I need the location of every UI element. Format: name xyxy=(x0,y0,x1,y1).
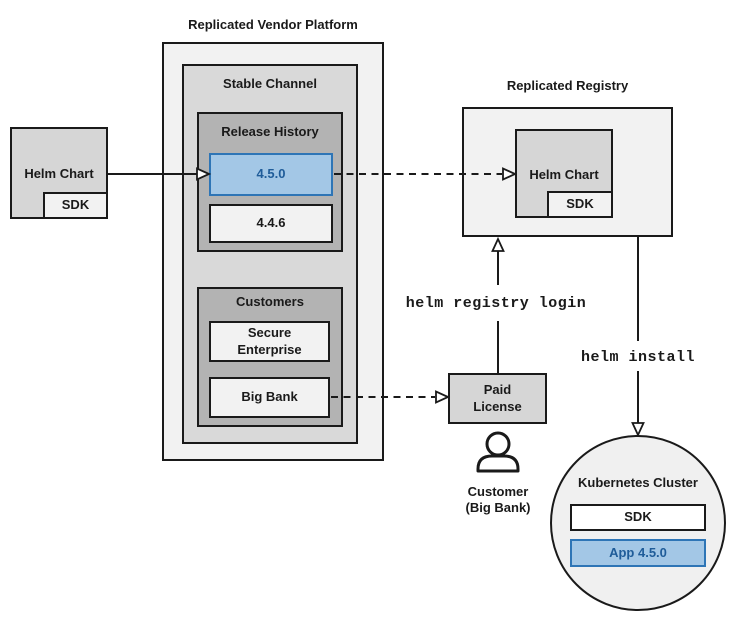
registry-sdk-box: SDK xyxy=(547,191,613,218)
release-4-4-6: 4.4.6 xyxy=(209,204,333,243)
source-helm-chart-label: Helm Chart xyxy=(24,166,94,181)
source-sdk-box: SDK xyxy=(43,192,108,219)
person-icon xyxy=(470,428,526,478)
kubernetes-cluster-label: Kubernetes Cluster xyxy=(578,475,698,490)
cluster-sdk-box: SDK xyxy=(570,504,706,531)
registry-title: Replicated Registry xyxy=(506,78,629,93)
stable-channel-label: Stable Channel xyxy=(223,76,317,91)
customer-label: Customer (Big Bank) xyxy=(465,484,531,516)
paid-license-box: Paid License xyxy=(448,373,547,424)
platform-title: Replicated Vendor Platform xyxy=(188,17,358,32)
cluster-app-box: App 4.5.0 xyxy=(570,539,706,567)
customer-secure-enterprise: Secure Enterprise xyxy=(209,321,330,362)
arrow-registry-to-cluster xyxy=(631,237,645,438)
command-helm-registry-login: helm registry login xyxy=(405,295,587,312)
registry-helm-chart-label: Helm Chart xyxy=(529,167,599,182)
customers-label: Customers xyxy=(236,294,304,309)
command-helm-install: helm install xyxy=(580,349,696,366)
customer-big-bank: Big Bank xyxy=(209,377,330,418)
release-history-label: Release History xyxy=(221,124,319,139)
release-4-5-0: 4.5.0 xyxy=(209,153,333,196)
